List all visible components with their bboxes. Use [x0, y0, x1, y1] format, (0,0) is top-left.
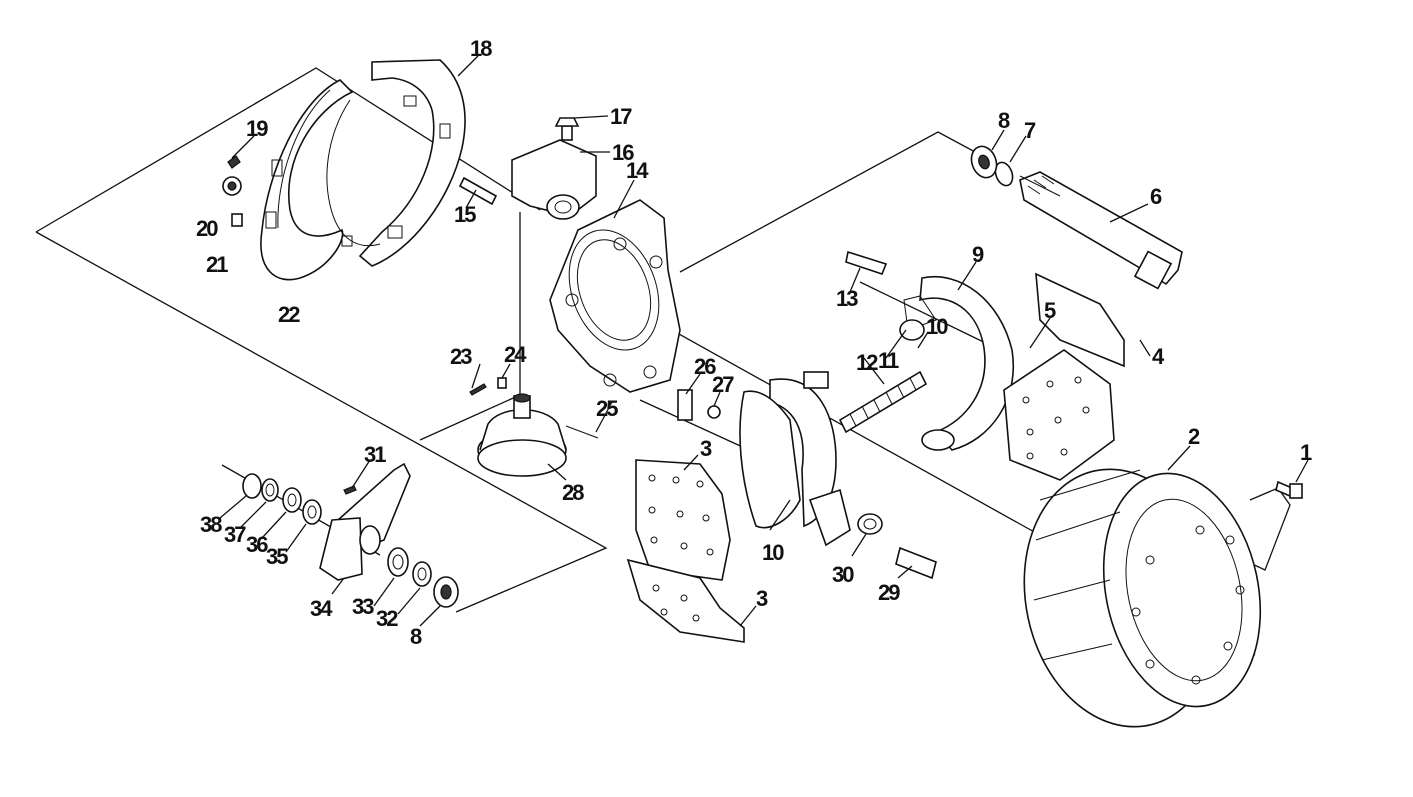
part-23-to-27-hardware [469, 377, 721, 421]
callout-29: 29 [878, 580, 900, 605]
callout-10a: 10 [926, 314, 948, 339]
part-14-brake-spider [549, 199, 681, 393]
callout-18: 18 [470, 36, 492, 61]
callout-8a: 8 [998, 108, 1010, 133]
part-6-camshaft [1019, 171, 1183, 290]
callout-25: 25 [596, 396, 618, 421]
part-35-to-38-washers [242, 473, 322, 525]
part-28-brake-chamber [477, 393, 599, 477]
part-34-slack-adjuster [319, 462, 411, 581]
callout-28: 28 [562, 480, 584, 505]
callout-27: 27 [712, 372, 734, 397]
callout-23: 23 [450, 344, 472, 369]
part-18-dust-shield [326, 59, 466, 267]
callout-17: 17 [610, 104, 632, 129]
part-10-brake-shoe [739, 371, 851, 547]
part-7-8-washer-bushing [970, 145, 1014, 187]
callout-6: 6 [1150, 184, 1162, 209]
part-1-bolt [1275, 480, 1303, 499]
callout-3a: 3 [700, 436, 712, 461]
callout-33: 33 [352, 594, 374, 619]
part-22-backing-plate [260, 79, 354, 281]
callout-leader-lines [219, 55, 1309, 627]
callout-9: 9 [972, 242, 984, 267]
callout-35: 35 [266, 544, 288, 569]
part-3-brake-lining [635, 459, 731, 581]
callout-15: 15 [454, 202, 476, 227]
callout-10b: 10 [762, 540, 784, 565]
callout-5: 5 [1044, 298, 1056, 323]
part-9-brake-shoe [903, 275, 1015, 451]
callout-30: 30 [832, 562, 854, 587]
part-11-12-13-springs-pin [838, 250, 928, 434]
callout-16: 16 [612, 140, 634, 165]
callout-13: 13 [836, 286, 858, 311]
callout-26: 26 [694, 354, 716, 379]
callout-2: 2 [1188, 424, 1200, 449]
part-2-brake-drum [1023, 468, 1262, 728]
callout-1: 1 [1300, 440, 1312, 465]
callout-4: 4 [1152, 344, 1165, 369]
callout-22: 22 [278, 302, 300, 327]
part-3-brake-lining-lower [626, 558, 745, 643]
callout-8b: 8 [410, 624, 422, 649]
part-16-camshaft-bracket [458, 117, 597, 220]
callout-36: 36 [246, 532, 268, 557]
callout-24: 24 [504, 342, 527, 367]
callout-12: 12 [856, 350, 878, 375]
part-8-32-33-bushings [387, 547, 459, 608]
part-31-grease-fitting [343, 485, 357, 495]
callout-37: 37 [224, 522, 246, 547]
callout-3b: 3 [756, 586, 768, 611]
part-19-20-21-fasteners [222, 155, 243, 227]
part-5-brake-lining-right [1003, 272, 1125, 481]
callout-21: 21 [206, 252, 228, 277]
callout-11: 11 [878, 348, 899, 373]
callout-labels: 1 2 3 3 4 5 6 7 8 8 9 10 10 11 12 13 14 … [196, 36, 1314, 649]
part-29-30-roller-pin [857, 513, 937, 580]
callout-31: 31 [364, 442, 386, 467]
callout-7: 7 [1024, 118, 1036, 143]
callout-19: 19 [246, 116, 268, 141]
callout-34: 34 [310, 596, 333, 621]
callout-32: 32 [376, 606, 398, 631]
callout-38: 38 [200, 512, 222, 537]
callout-20: 20 [196, 216, 218, 241]
